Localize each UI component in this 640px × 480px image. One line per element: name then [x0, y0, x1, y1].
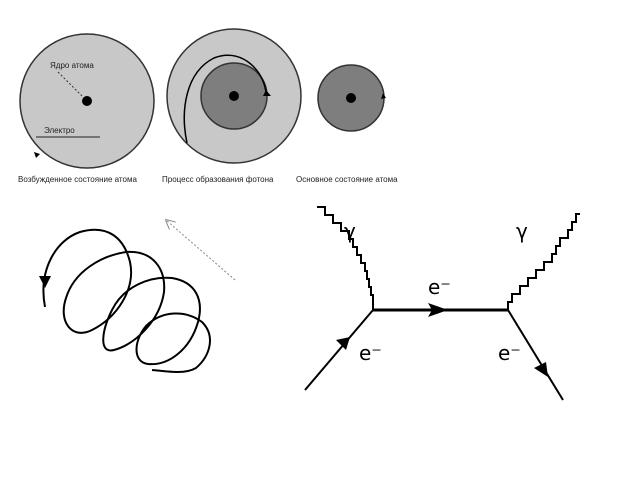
electron-out-line — [507, 309, 564, 401]
photon-spiral-illustration — [39, 220, 236, 373]
formation-nucleus — [229, 91, 239, 101]
propagator-arrowhead — [428, 303, 448, 317]
excited-electron-marker — [34, 152, 40, 158]
helix-curve — [42, 228, 211, 373]
transition-arrow-marker — [263, 90, 271, 96]
photon-out-wavy-line — [507, 213, 580, 310]
excited-atom-panel: Ядро атома Электро — [19, 33, 155, 169]
helix-start-arrow — [39, 276, 51, 288]
caption-ground-state: Основное состояние атома — [296, 175, 398, 184]
caption-photon-formation: Процесс образования фотона — [162, 175, 274, 184]
electron-out-arrowhead — [534, 362, 548, 377]
feynman-diagram: γ γ e⁻ e⁻ e⁻ — [304, 206, 580, 401]
electron-label: Электро — [44, 126, 75, 135]
ground-state-panel — [317, 64, 386, 132]
nucleus-pointer-line — [57, 71, 83, 97]
nucleus-label: Ядро атома — [50, 61, 94, 70]
electron-in-arrowhead — [336, 337, 350, 350]
photon-direction-arrow — [166, 220, 236, 281]
ground-nucleus — [346, 93, 356, 103]
photon-formation-panel — [166, 28, 302, 164]
electron-out-label: e⁻ — [498, 341, 521, 365]
electron-mid-label: e⁻ — [428, 275, 451, 299]
excited-nucleus — [82, 96, 92, 106]
caption-excited-state: Возбужденное состояние атома — [18, 175, 137, 184]
electron-in-label: e⁻ — [359, 341, 382, 365]
photon-out-label: γ — [516, 219, 528, 243]
ground-electron-marker — [381, 93, 386, 99]
photon-in-label: γ — [344, 219, 356, 243]
electron-in-line — [304, 309, 374, 391]
electron-transition-spiral — [183, 54, 267, 144]
photon-in-wavy-line — [317, 206, 374, 310]
